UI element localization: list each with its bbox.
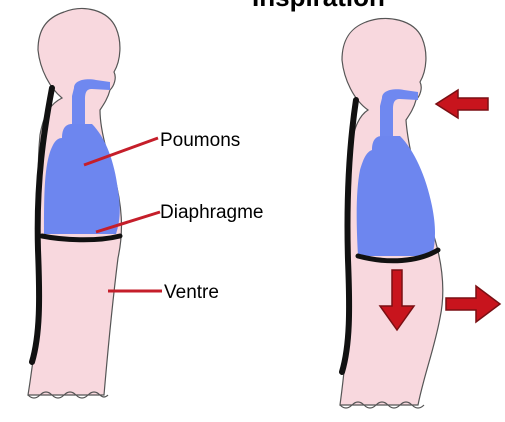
title-fragment: Inspiration	[252, 0, 385, 12]
figure-inhale	[340, 19, 500, 408]
arrow-left-icon	[436, 90, 488, 118]
arrow-right-icon	[446, 286, 500, 322]
lung-inhale	[357, 136, 435, 256]
figure-rest: Poumons Diaphragme Ventre	[28, 9, 264, 398]
label-diaphragm: Diaphragme	[160, 202, 264, 223]
label-belly: Ventre	[164, 282, 219, 303]
label-lungs: Poumons	[160, 130, 240, 151]
